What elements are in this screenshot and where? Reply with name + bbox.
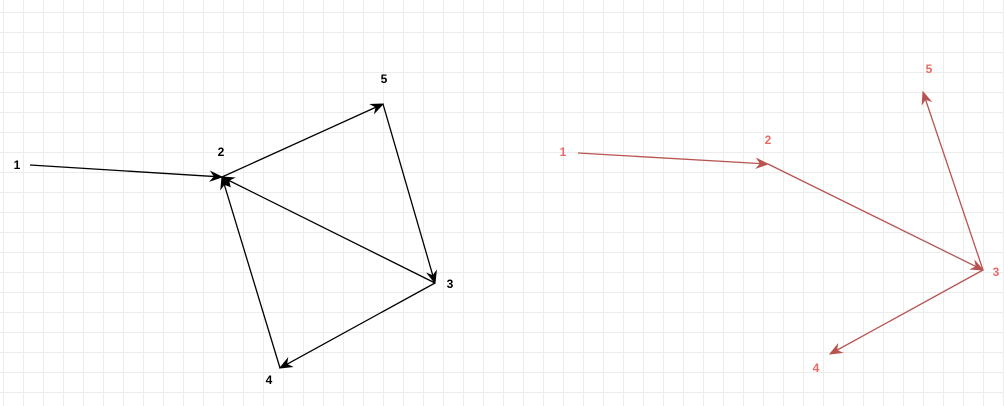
edge-3-to-2[interactable]	[220, 176, 436, 284]
arrowhead-icon	[369, 103, 385, 115]
edge-2-to-3[interactable]	[767, 163, 985, 271]
left-graph: 1 2 3 4 5	[14, 72, 454, 387]
arrowhead-icon	[278, 356, 294, 369]
edge-4-to-2[interactable]	[220, 175, 281, 369]
node-label-2: 2	[218, 145, 225, 159]
node-label-5: 5	[381, 72, 388, 86]
node-label-2: 2	[765, 133, 772, 147]
node-label-3: 3	[993, 265, 1000, 279]
node-label-4: 4	[813, 361, 820, 375]
node-label-5: 5	[926, 62, 933, 76]
node-label-4: 4	[266, 373, 273, 387]
arrowhead-icon	[220, 175, 232, 191]
edge-3-to-4[interactable]	[828, 269, 984, 355]
right-graph: 1 2 3 4 5	[560, 62, 1000, 375]
edge-3-to-5[interactable]	[921, 90, 984, 271]
arrowhead-icon	[209, 170, 224, 182]
arrowhead-icon	[426, 269, 437, 285]
node-label-3: 3	[447, 277, 454, 291]
arrowhead-icon	[921, 90, 933, 106]
edge-3-to-4[interactable]	[278, 282, 436, 369]
arrowhead-icon	[828, 342, 844, 355]
node-label-1: 1	[560, 145, 567, 159]
edge-2-to-5[interactable]	[221, 103, 385, 178]
edge-1-to-2[interactable]	[577, 152, 770, 169]
arrowhead-icon	[969, 259, 985, 271]
arrowhead-icon	[755, 157, 770, 169]
edge-1-to-2[interactable]	[29, 164, 224, 182]
edge-5-to-3[interactable]	[382, 103, 437, 285]
node-label-1: 1	[14, 158, 21, 172]
